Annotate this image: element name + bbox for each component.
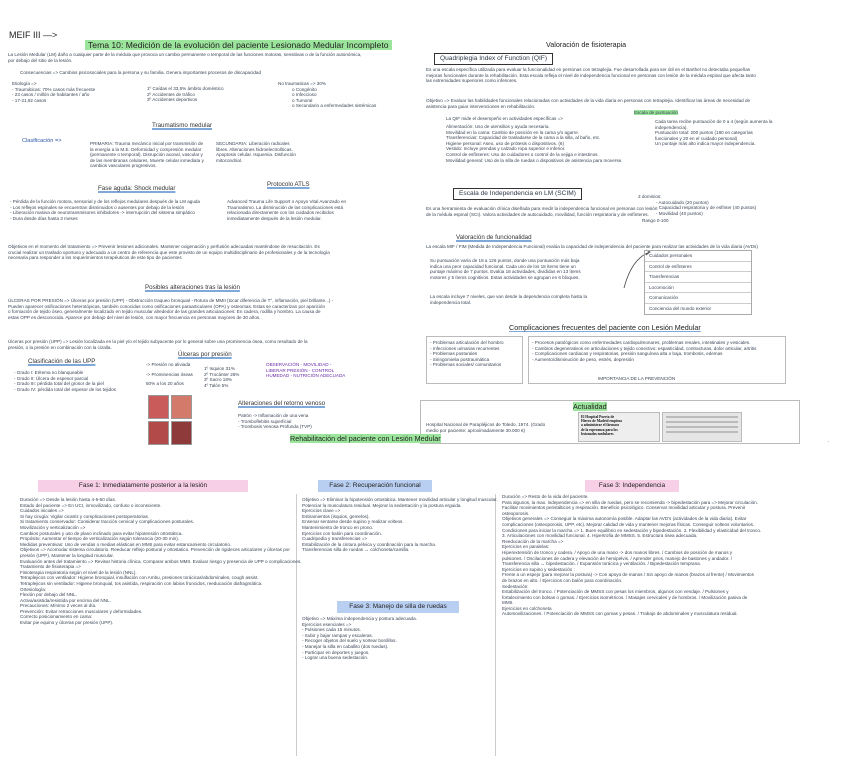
traumatismo-title: Traumatismo medular <box>152 122 212 129</box>
clasif-upp-title: Clasificación de las UPP <box>28 358 96 365</box>
mif-escala: La escala incluye 7 niveles, que van des… <box>430 294 588 305</box>
complicaciones-left-box: - Problemas articulación del hombro- Inf… <box>426 336 523 384</box>
importancia-prevencion: IMPORTANCIA DE LA PREVENCIÓN <box>598 376 676 381</box>
valoracion-funcionalidad-title: Valoración de funcionalidad <box>456 234 532 241</box>
news-article-image <box>662 412 742 442</box>
protocolo-title: Protocolo ATLS <box>267 181 310 188</box>
ulceras-presion-list: 1º Isquion 31%2º Trocánter 26%3º Sacro 1… <box>204 366 240 388</box>
upp-grade-image <box>148 395 169 419</box>
objetivos-tratamiento: Objetivos en el momento del tratamiento … <box>8 244 330 261</box>
mif-description: Su puntuación varía de 18 a 126 puntos, … <box>430 258 581 280</box>
mif-text: La escala MIF / FIM (Medida de Independe… <box>426 244 758 249</box>
valoracion-title: Valoración de fisioterapia <box>546 40 627 49</box>
rehab-title: Rehabilitación del paciente con Lesión M… <box>290 434 441 443</box>
intro-text: La Lesión Medular (LM) daño a cualquier … <box>8 52 362 63</box>
upp-factors: -> Presión no aliviada-> Prominencias ós… <box>146 362 193 387</box>
ulceras-presion-title: Úlceras por presión <box>178 351 232 358</box>
fase-aguda-title: Fase aguda: Shock medular <box>98 185 176 192</box>
etiologia-list: Etiología => - Traumáticas: 70% casos má… <box>12 81 96 103</box>
qif-objetivo: Objetivo => Evaluar las habilidades func… <box>426 98 751 109</box>
actualidad-title: Actualidad <box>573 402 607 411</box>
observacion-note: OBSERVACIÓN - MOVILIDAD -LIBERAR PRESIÓN… <box>266 362 346 379</box>
fase3-manejo-content: Objetivo => Máxima independencia y postu… <box>302 616 417 661</box>
fase3-title: Fase 3: Independencia <box>585 480 679 492</box>
actualidad-box <box>420 400 800 444</box>
fase3-content: Duración => Resto de la vida del pacient… <box>502 494 762 617</box>
escala-puntuacion: Cada tarea recibe puntuación de 0 a 4 (s… <box>655 119 773 147</box>
protocolo-text: Advanced Trauma Life Support o Apoyo Vit… <box>227 199 347 221</box>
actualidad-text: Hospital Nacional de Parapléjicos de Tol… <box>426 422 546 433</box>
complicaciones-title: Complicaciones frecuentes del paciente c… <box>509 323 701 332</box>
dot-mark: . <box>828 438 830 444</box>
upp-images <box>148 395 192 445</box>
page-title: Tema 10: Medición de la evolución del pa… <box>85 40 392 50</box>
qif-mide: La QIF mide el desempeño en actividades … <box>446 116 563 121</box>
scim-title: Escala de Independencia en LM (SCIM) <box>453 188 582 200</box>
no-traumaticas: No traumaticas => 30% o Congénito o Infe… <box>278 81 377 109</box>
qif-title: Quadriplegia Index of Function (QIF) <box>434 53 554 65</box>
mif-item: Comunicación <box>645 293 751 304</box>
fase2-content: Objetivo => Eliminar la hipotensión orto… <box>302 497 498 553</box>
retorno-venoso-title: Alteraciones del retorno venoso <box>238 400 326 407</box>
upp-grade-image <box>171 395 192 419</box>
upp-grade-image <box>148 421 169 445</box>
scim-text: Es una herramienta de evaluación clínica… <box>426 206 658 217</box>
qif-items: Alimentación: Uso de utensilios y ayuda … <box>446 124 623 163</box>
mif-item: Control de esfínteres <box>645 262 751 273</box>
upp-paragraph: ÚLCERAS POR PRESIÓN => Úlceras por presi… <box>8 298 334 320</box>
upp-definition: Úlceras por presión (UPP) => Lesión loca… <box>8 339 308 350</box>
column-divider <box>296 494 297 756</box>
fase3-manejo-title: Fase 3: Manejo de silla de ruedas <box>337 601 459 613</box>
consecuencias: Consecuencias => Cambios psicosociales p… <box>20 70 262 75</box>
fase-aguda-list: - Pérdida de la función motora, sensoria… <box>10 199 200 221</box>
scim-dominios: 3 dominios: - Autocuidado (20 puntos) - … <box>638 194 757 224</box>
mif-items-table: Cuidados personales Control de esfíntere… <box>644 250 752 315</box>
clasificacion-label: Clasificación => <box>22 138 62 144</box>
mif-item: Conciencia del mundo exterior <box>649 305 712 311</box>
mif-item: Transferencias <box>645 272 751 283</box>
upp-grade-image <box>171 421 192 445</box>
mif-item: Cuidados personales <box>645 251 751 262</box>
qif-text: Es una escala específica utilizada para … <box>426 67 756 84</box>
retorno-venoso-list: Patrón -> Inflamación de una vena- Tromb… <box>238 413 312 430</box>
column-divider <box>495 494 496 756</box>
fase1-title: Fase 1: Inmediatamente posterior a la le… <box>38 480 248 492</box>
mif-item: Locomoción <box>645 283 751 294</box>
posibles-alteraciones-title: Posibles alteraciones tras la lesión <box>145 284 240 291</box>
clasif-upp-list: - Grado I: Eritema no blanqueable- Grado… <box>14 370 116 392</box>
top-label: MEIF III —> <box>9 30 58 40</box>
complicaciones-right-box: - Procesos patológicos como enfermedades… <box>528 336 786 384</box>
clasificacion-primaria: PRIMARIA: Trauma mecánico inicial por tr… <box>90 141 204 169</box>
fase1-content: Duración => Desde la lesión hasta 4-5-60… <box>20 497 302 626</box>
fase2-title: Fase 2: Recuperación funcional <box>318 480 432 492</box>
escala-puntuacion-title: Escala de puntuación <box>634 110 678 115</box>
